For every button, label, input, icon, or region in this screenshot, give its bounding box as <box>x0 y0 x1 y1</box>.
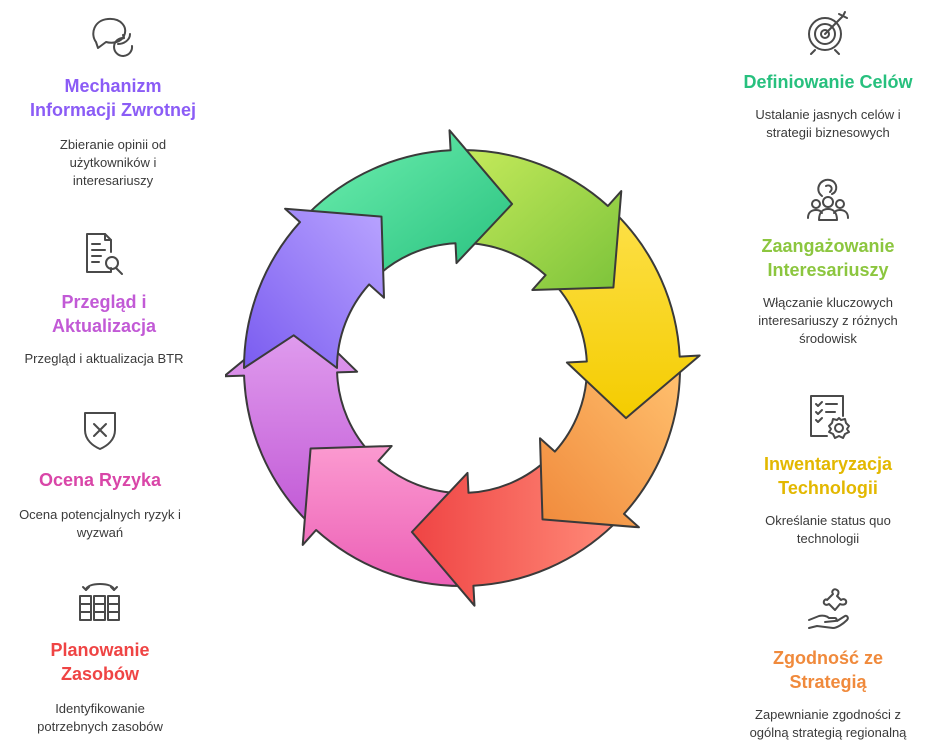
resource-grid-icon <box>79 583 120 621</box>
cycle-arrow-purple <box>243 207 385 369</box>
shield-x-icon <box>84 412 116 450</box>
step-goals: Definiowanie Celów Ustalanie jasnych cel… <box>728 6 928 142</box>
cycle-arrow-orange <box>539 367 681 529</box>
step-risk: Ocena Ryzyka Ocena potencjalnych ryzyk i… <box>2 408 198 542</box>
target-icon <box>808 11 848 55</box>
cycle-arrow-lime <box>461 149 623 291</box>
step-description: Przegląd i aktualizacja BTR <box>24 351 184 366</box>
cycle-diagram <box>225 129 701 607</box>
cycle-arrow-red <box>410 456 615 607</box>
feedback-chat-icon <box>92 17 134 57</box>
cycle-arrow-yellow <box>549 212 701 420</box>
cycle-arrow-pink <box>301 445 463 587</box>
checklist-gear-icon <box>810 395 850 439</box>
puzzle-hand-icon <box>808 588 849 629</box>
document-review-icon <box>86 233 123 275</box>
stakeholders-icon <box>807 178 849 221</box>
step-title: Definiowanie Celów <box>743 72 913 92</box>
cycle-arrow-green <box>306 129 514 281</box>
step-title: Ocena Ryzyka <box>38 470 162 490</box>
